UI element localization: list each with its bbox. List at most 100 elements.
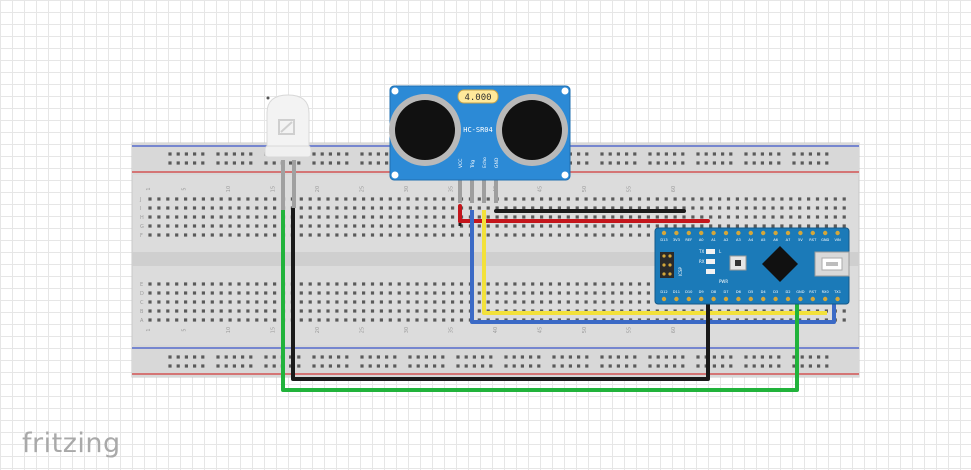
breadboard-hole [246, 318, 250, 322]
breadboard-hole [175, 197, 179, 201]
breadboard-hole [192, 291, 197, 295]
breadboard-hole [752, 364, 756, 368]
breadboard-hole [637, 197, 642, 201]
breadboard-hole [712, 161, 716, 165]
breadboard-hole [513, 215, 517, 219]
column-label: 1 [146, 187, 152, 190]
breadboard-hole [344, 197, 348, 201]
breadboard-hole [237, 309, 241, 313]
breadboard-hole [451, 291, 455, 295]
breadboard-hole [193, 364, 197, 368]
breadboard-hole [486, 233, 490, 237]
breadboard-hole [451, 215, 455, 219]
breadboard-hole [379, 309, 383, 313]
breadboard-hole [611, 291, 615, 295]
breadboard-hole [216, 152, 220, 156]
arduino-pin [810, 296, 815, 302]
breadboard-hole [433, 206, 437, 210]
breadboard-hole [815, 215, 820, 219]
breadboard-hole [504, 197, 508, 201]
breadboard-hole [753, 206, 757, 210]
led-leg-cathode [292, 160, 296, 208]
breadboard-hole [246, 309, 250, 313]
breadboard-hole [833, 224, 837, 228]
breadboard-hole [379, 224, 383, 228]
breadboard-hole [451, 318, 455, 322]
breadboard-hole [442, 206, 446, 210]
breadboard-hole [273, 300, 277, 304]
arduino-pin [686, 230, 691, 236]
breadboard-hole [317, 206, 321, 210]
breadboard-hole [792, 364, 796, 368]
breadboard-hole [175, 282, 179, 286]
column-label: 25 [360, 327, 366, 333]
breadboard-hole [297, 355, 301, 359]
breadboard-hole [593, 215, 597, 219]
breadboard-hole [335, 282, 339, 286]
breadboard-hole [744, 215, 748, 219]
breadboard-hole [157, 215, 161, 219]
breadboard-hole [522, 206, 526, 210]
breadboard-hole [531, 206, 535, 210]
breadboard-hole [620, 206, 624, 210]
arduino-pin [661, 230, 667, 236]
breadboard-hole [201, 291, 205, 295]
led [264, 94, 312, 210]
breadboard-hole [370, 215, 375, 219]
breadboard-hole [477, 291, 481, 295]
breadboard-hole [629, 197, 633, 201]
breadboard-hole [815, 224, 820, 228]
breadboard-hole [629, 300, 633, 304]
breadboard-hole [696, 355, 700, 359]
breadboard-hole [308, 300, 312, 304]
breadboard-hole [798, 206, 802, 210]
breadboard-hole [540, 233, 544, 237]
breadboard-hole [299, 233, 303, 237]
breadboard-hole [166, 282, 170, 286]
arduino-pin [674, 296, 679, 302]
breadboard-hole [184, 197, 188, 201]
breadboard-hole [246, 291, 250, 295]
breadboard-hole [729, 152, 733, 156]
breadboard-hole [825, 355, 829, 359]
icsp-label: ICSP [678, 266, 683, 276]
breadboard-hole [459, 309, 464, 313]
breadboard-hole [760, 152, 764, 156]
breadboard-hole [664, 355, 668, 359]
breadboard-hole [299, 291, 303, 295]
breadboard-hole [360, 152, 364, 156]
breadboard-hole [228, 291, 232, 295]
breadboard-hole [520, 355, 524, 359]
breadboard-hole [593, 206, 597, 210]
breadboard-hole [548, 233, 553, 237]
breadboard-hole [825, 161, 829, 165]
breadboard-hole [344, 233, 348, 237]
breadboard-hole [568, 355, 572, 359]
breadboard-hole [360, 364, 364, 368]
breadboard-hole [548, 197, 553, 201]
breadboard-hole [192, 233, 197, 237]
breadboard-hole [584, 197, 588, 201]
breadboard-hole [337, 161, 341, 165]
breadboard-hole [370, 318, 375, 322]
breadboard-hole [255, 215, 259, 219]
breadboard-hole [529, 364, 533, 368]
breadboard-hole [575, 206, 579, 210]
breadboard-hole [249, 355, 253, 359]
breadboard-hole [433, 318, 437, 322]
arduino-pin-label: A4 [748, 238, 753, 242]
breadboard-hole [326, 291, 330, 295]
breadboard-hole [157, 291, 161, 295]
breadboard-hole [264, 364, 268, 368]
breadboard-hole [326, 309, 330, 313]
breadboard-hole [664, 215, 668, 219]
breadboard-hole [379, 291, 383, 295]
arduino-pin-label: A5 [761, 238, 766, 242]
breadboard-hole [201, 206, 205, 210]
breadboard-hole [531, 224, 535, 228]
breadboard-hole [168, 161, 172, 165]
breadboard-hole [477, 197, 481, 201]
breadboard-hole [219, 291, 223, 295]
breadboard-hole [273, 215, 277, 219]
